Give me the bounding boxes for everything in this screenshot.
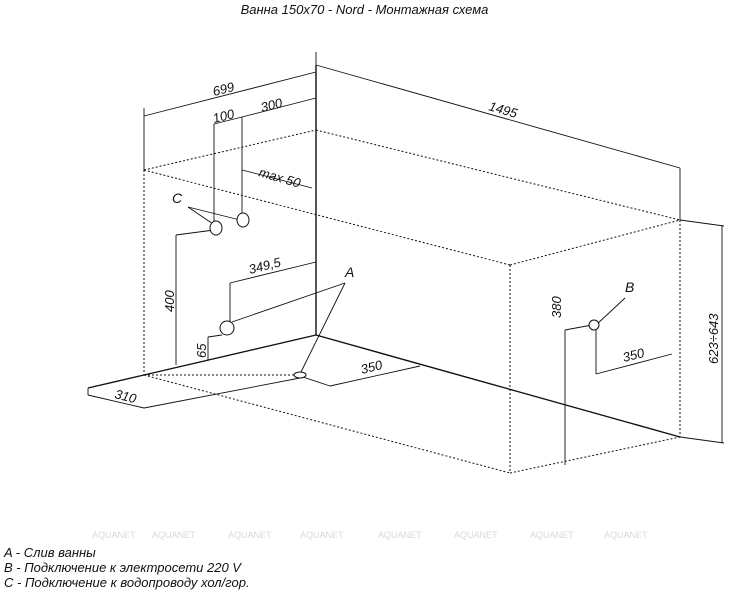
bath-outline	[143, 129, 681, 474]
watermark-row: AQUANET AQUANET AQUANET AQUANET AQUANET …	[92, 530, 648, 540]
dim-310: 310	[113, 386, 138, 406]
dim-400: 400	[162, 290, 177, 312]
watermark: AQUANET	[454, 530, 498, 540]
legend-item-electric: B - Подключение к электросети 220 V	[4, 560, 241, 575]
drain-fitting	[293, 371, 307, 379]
dim-623-643: 623÷643	[706, 313, 721, 364]
dim-300: 300	[259, 95, 284, 115]
legend-item-water: C - Подключение к водопроводу хол/гор.	[4, 575, 250, 590]
watermark: AQUANET	[530, 530, 574, 540]
legend: A - Слив ванны B - Подключение к электро…	[4, 545, 250, 590]
watermark: AQUANET	[604, 530, 648, 540]
watermark: AQUANET	[378, 530, 422, 540]
diagram-title: Ванна 150x70 - Nord - Монтажная схема	[240, 2, 489, 17]
marker-a: A	[344, 264, 354, 280]
dim-380: 380	[549, 296, 564, 318]
overflow-fitting	[219, 320, 235, 336]
dim-100: 100	[211, 106, 236, 126]
legend-item-drain: A - Слив ванны	[4, 545, 96, 560]
dim-65: 65	[194, 343, 209, 358]
watermark: AQUANET	[152, 530, 196, 540]
dim-350-bottom: 350	[359, 357, 384, 377]
water-inlet-left	[209, 220, 223, 236]
watermark: AQUANET	[300, 530, 344, 540]
dim-699: 699	[211, 79, 236, 99]
room-edges	[87, 65, 681, 438]
marker-c: C	[172, 190, 183, 206]
installation-diagram: 699 100 300 1495 max 50 349,5 400 65 350…	[87, 52, 725, 540]
watermark: AQUANET	[228, 530, 272, 540]
dim-349-5: 349,5	[247, 254, 283, 277]
marker-b: B	[625, 279, 634, 295]
water-inlet-right	[236, 212, 250, 228]
watermark: AQUANET	[92, 530, 136, 540]
dimension-lines	[87, 52, 725, 465]
dim-max-50: max 50	[257, 164, 303, 190]
fittings	[209, 212, 600, 379]
electric-outlet	[588, 319, 600, 331]
dim-350-right: 350	[621, 345, 646, 365]
